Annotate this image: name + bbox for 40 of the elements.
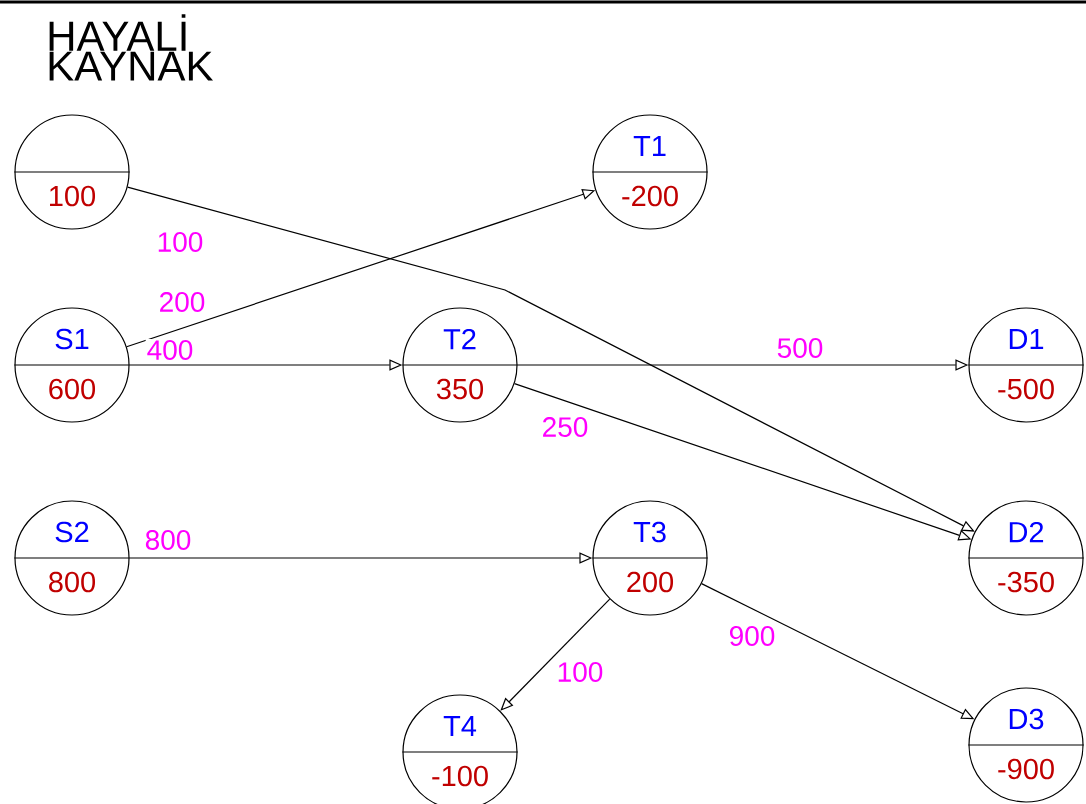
node-value: -500 xyxy=(998,378,1054,400)
node-circle xyxy=(401,694,519,804)
node-circle xyxy=(401,307,519,423)
node-circle xyxy=(591,114,709,230)
arrow xyxy=(500,598,611,711)
edge-label: 250 xyxy=(540,416,590,438)
edge-label: 400 xyxy=(145,339,195,361)
node-circle xyxy=(13,500,131,616)
edge-label: 800 xyxy=(143,529,193,551)
node-value: 100 xyxy=(50,185,96,207)
node-value: 800 xyxy=(49,571,96,593)
node-label: T2 xyxy=(443,328,476,350)
node-label: T4 xyxy=(443,716,477,736)
node-label: S1 xyxy=(55,328,89,350)
node-label: S2 xyxy=(55,521,89,543)
node-circle xyxy=(13,14,213,230)
node-value: -350 xyxy=(998,571,1054,593)
node-circle xyxy=(967,687,1085,803)
node-label: D3 xyxy=(1009,708,1044,730)
node-value: -100 xyxy=(432,765,488,787)
node-circle xyxy=(967,307,1085,423)
node-label: D2 xyxy=(1009,521,1044,543)
node-label: D1 xyxy=(1009,329,1044,349)
edge-label: 900 xyxy=(727,625,777,647)
edge-label: 500 xyxy=(775,337,825,359)
node-value: -200 xyxy=(622,185,678,207)
edge-label: 200 xyxy=(157,291,207,313)
node-value: 350 xyxy=(436,378,484,400)
heading: HAYALİ KAYNAK xyxy=(49,14,213,81)
node-value: -900 xyxy=(998,758,1054,780)
edge-label: 100 xyxy=(555,661,605,683)
node-value: 600 xyxy=(49,378,96,400)
node-label: T1 xyxy=(633,136,666,156)
node-circle xyxy=(591,500,709,616)
node-value: 200 xyxy=(627,571,674,593)
edge-label: 100 xyxy=(155,231,205,253)
node-circle xyxy=(13,307,131,423)
node-label: T3 xyxy=(633,521,666,543)
node-circle xyxy=(967,500,1085,616)
arrow xyxy=(127,186,975,532)
